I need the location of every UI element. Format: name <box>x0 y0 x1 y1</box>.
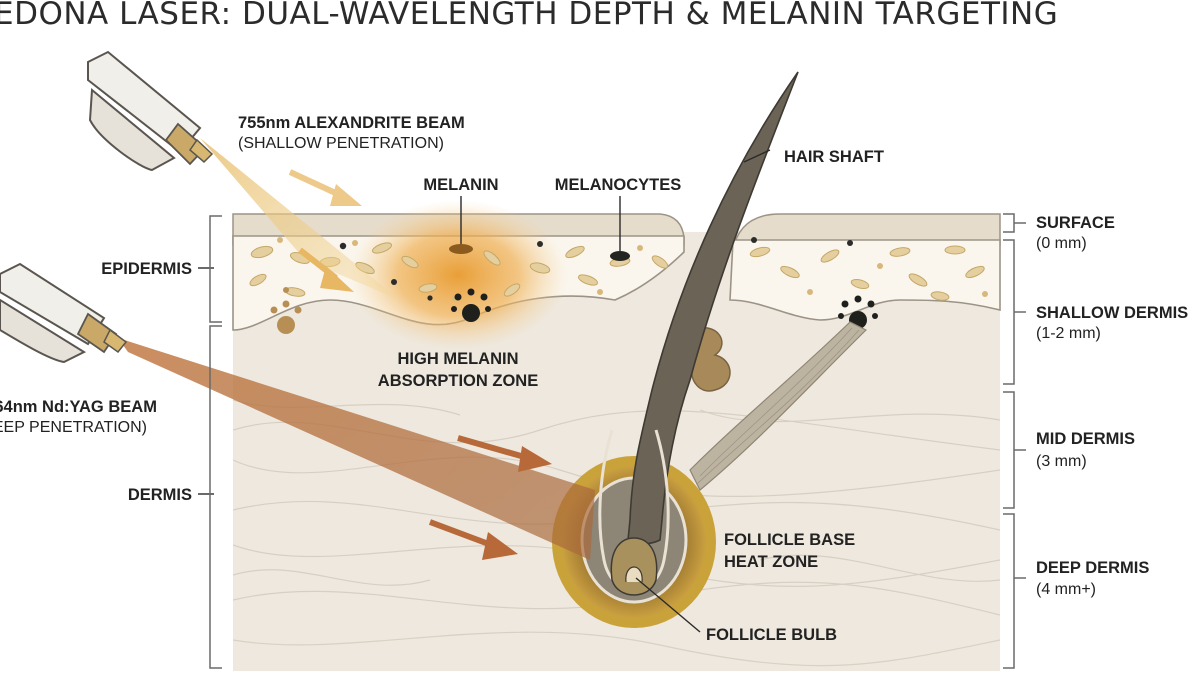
epidermis-label: EPIDERMIS <box>101 260 192 278</box>
alexandrite-beam-label: 755nm ALEXANDRITE BEAM <box>238 114 465 132</box>
laser-handpiece-icon <box>87 50 214 172</box>
melanocytes-label: MELANOCYTES <box>555 176 682 194</box>
melanocyte-icon <box>451 288 491 322</box>
laser-handpiece-icon <box>0 262 128 364</box>
dark-melanin-dots <box>339 237 853 301</box>
depth-mid-value: (3 mm) <box>1036 453 1087 470</box>
depth-deep-value: (4 mm+) <box>1036 581 1096 598</box>
dermis-label: DERMIS <box>128 486 192 504</box>
depth-mid-label: MID DERMIS <box>1036 430 1135 448</box>
depth-brackets <box>1003 213 1026 669</box>
diagram-title: EDONA LASER: DUAL-WAVELENGTH DEPTH & MEL… <box>0 0 1059 32</box>
absorption-zone-sublabel: ABSORPTION ZONE <box>378 372 538 390</box>
absorption-zone-label: HIGH MELANIN <box>398 350 519 368</box>
melanin-absorption-glow <box>348 200 568 350</box>
heat-zone-label: FOLLICLE BASE <box>724 531 855 549</box>
epidermis-layer-right <box>729 239 1001 321</box>
alexandrite-beam <box>200 138 400 300</box>
direction-arrow-icon <box>298 247 354 292</box>
hair-shaft-label: HAIR SHAFT <box>784 148 884 166</box>
melanin-granule <box>449 244 473 254</box>
dermal-papilla <box>625 566 643 583</box>
epidermis-bracket <box>209 215 222 323</box>
direction-arrow-icon <box>288 169 362 206</box>
ndyag-beam-sublabel: (DEEP PENETRATION) <box>0 419 147 436</box>
melanin-granules <box>277 237 988 301</box>
muscle-fibers <box>696 327 860 485</box>
dermis-bracket <box>209 325 222 669</box>
alexandrite-beam-sublabel: (SHALLOW PENETRATION) <box>238 135 444 152</box>
depth-surface-value: (0 mm) <box>1036 235 1087 252</box>
melanocyte-icon <box>270 287 302 334</box>
direction-arrow-icon <box>457 435 552 472</box>
follicle-bulb-label: FOLLICLE BULB <box>706 626 837 644</box>
leader-lines <box>198 149 771 633</box>
depth-shallow-label: SHALLOW DERMIS <box>1036 304 1188 322</box>
ndyag-beam-label: 1064nm Nd:YAG BEAM <box>0 398 157 416</box>
melanin-label: MELANIN <box>423 176 498 194</box>
depth-surface-label: SURFACE <box>1036 214 1115 232</box>
heat-zone-sublabel: HEAT ZONE <box>724 553 818 571</box>
melanocyte-cell <box>610 251 630 261</box>
depth-deep-label: DEEP DERMIS <box>1036 559 1149 577</box>
ndyag-beam <box>118 338 595 560</box>
direction-arrow-icon <box>428 519 518 560</box>
arrector-pili-muscle <box>689 321 868 491</box>
depth-shallow-value: (1-2 mm) <box>1036 325 1101 342</box>
